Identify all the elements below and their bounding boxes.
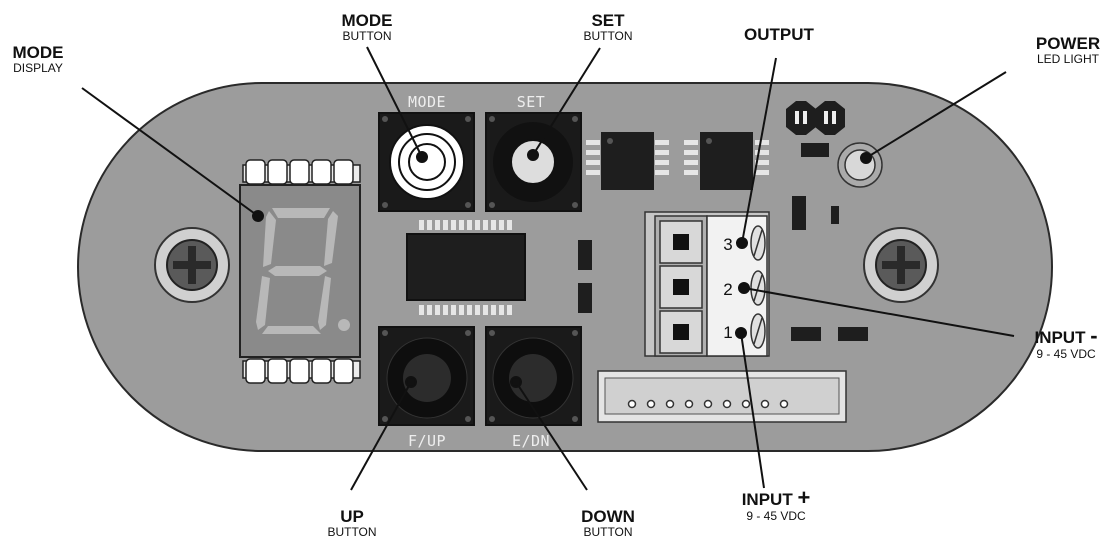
hex-diode-pair <box>786 101 845 135</box>
callout-set-button: SET BUTTON <box>566 12 650 42</box>
smd-resistor <box>578 240 592 270</box>
pin-3-label: 3 <box>723 235 732 254</box>
leader-output <box>741 57 777 244</box>
small-ic-1 <box>586 132 669 190</box>
silk-down-label: E/DN <box>512 432 550 450</box>
callout-input-minus: INPUT - 9 - 45 VDC <box>1018 323 1114 361</box>
smd-part <box>838 327 868 341</box>
callout-input-minus-title: INPUT <box>1034 328 1086 347</box>
main-ic-chip <box>406 220 526 315</box>
callout-down-button-title: DOWN <box>581 507 635 526</box>
leader-input-minus <box>743 287 1015 337</box>
callout-output: OUTPUT <box>727 26 831 43</box>
set-button-part <box>485 112 582 212</box>
leader-up-button <box>350 381 412 491</box>
right-mounting-screw <box>863 227 939 303</box>
smd-part <box>791 327 821 341</box>
callout-set-button-title: SET <box>591 11 625 30</box>
seven-segment-display <box>239 159 361 384</box>
callout-up-button-title: UP <box>340 507 364 526</box>
callout-mode-button-title: MODE <box>341 11 393 30</box>
callout-mode-display-title: MODE <box>12 43 64 62</box>
callout-mode-display-sub: DISPLAY <box>13 61 63 75</box>
small-ic-2 <box>684 132 769 190</box>
leader-down-button <box>515 381 588 491</box>
silk-up-label: F/UP <box>408 432 446 450</box>
callout-down-button: DOWN BUTTON <box>566 508 650 538</box>
callout-mode-display: MODE DISPLAY <box>6 44 70 74</box>
callout-mode-button: MODE BUTTON <box>320 12 414 42</box>
callout-up-button-sub: BUTTON <box>327 525 377 539</box>
minus-sign: - <box>1090 323 1098 348</box>
smd-part <box>792 196 806 230</box>
callout-power: POWER LED LIGHT <box>1020 35 1116 65</box>
callout-up-button: UP BUTTON <box>310 508 394 538</box>
callout-power-title: POWER <box>1035 34 1101 53</box>
leader-lines <box>81 46 1015 491</box>
smd-part <box>801 143 829 157</box>
silk-mode-label: MODE <box>408 93 446 111</box>
callout-power-sub: LED LIGHT <box>1036 52 1099 66</box>
power-led <box>837 142 883 188</box>
mode-button-part <box>378 112 475 212</box>
left-mounting-screw <box>154 227 230 303</box>
callout-mode-button-sub: BUTTON <box>342 29 392 43</box>
leader-mode-display <box>81 87 259 217</box>
callout-output-title: OUTPUT <box>744 25 814 44</box>
callout-input-plus-sub: 9 - 45 VDC <box>746 509 806 523</box>
smd-resistor <box>578 283 592 313</box>
terminal-block <box>644 211 770 357</box>
plus-sign: + <box>797 485 811 510</box>
pin-1-label: 1 <box>723 323 732 342</box>
callout-set-button-sub: BUTTON <box>583 29 633 43</box>
pin-2-label: 2 <box>723 280 732 299</box>
digit-segments <box>256 208 350 334</box>
leader-mode-button <box>366 46 423 158</box>
callout-down-button-sub: BUTTON <box>583 525 633 539</box>
leader-power <box>865 71 1007 159</box>
ribbon-connector <box>597 370 847 423</box>
smd-part <box>831 206 839 224</box>
leader-set-button <box>532 47 601 156</box>
leader-input-plus <box>740 332 765 489</box>
callout-input-plus-title: INPUT <box>741 490 793 509</box>
callout-input-plus: INPUT + 9 - 45 VDC <box>728 485 824 523</box>
callout-input-minus-sub: 9 - 45 VDC <box>1036 347 1096 361</box>
silk-set-label: SET <box>517 93 546 111</box>
up-button-part <box>378 326 475 426</box>
